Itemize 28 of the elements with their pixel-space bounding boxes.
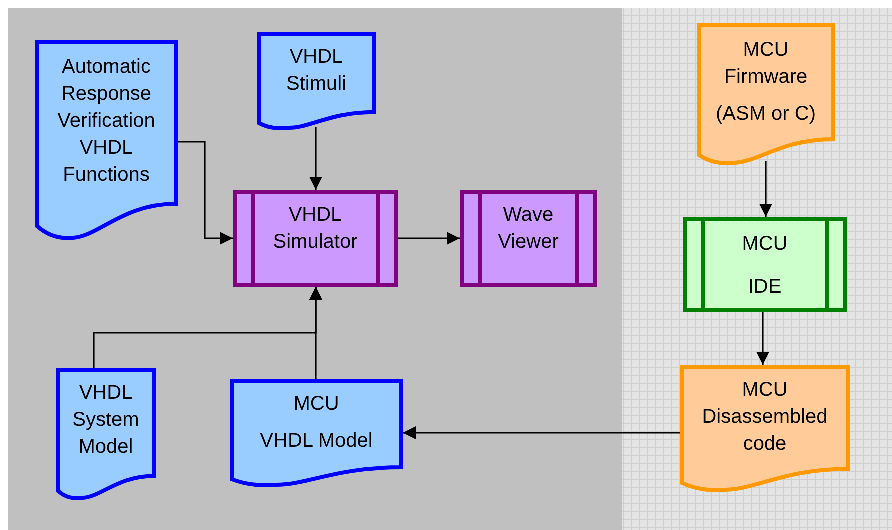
node-text: (ASM or C) xyxy=(716,102,816,127)
document-shape xyxy=(56,368,156,500)
arrow xyxy=(756,312,770,365)
node-text: MCU xyxy=(742,232,788,257)
document-shape xyxy=(680,365,850,492)
node-text: Automatic Response Verification VHDL Functions xyxy=(56,55,156,188)
node-text: VHDL Stimuli xyxy=(285,45,348,97)
node-text: MCU Firmware xyxy=(723,38,809,90)
arrow xyxy=(398,232,460,245)
node-text: VHDL Model xyxy=(260,429,373,454)
document-shape xyxy=(697,23,835,165)
node-text: MCU xyxy=(294,392,340,417)
node-text: VHDL Simulator xyxy=(272,203,359,255)
arrow xyxy=(760,161,772,217)
node-text: IDE xyxy=(748,275,782,300)
node-text: VHDL System Model xyxy=(72,381,140,460)
document-shape xyxy=(35,40,178,240)
process-box xyxy=(460,190,597,287)
arrow xyxy=(178,141,233,245)
arrow xyxy=(310,127,322,190)
process-box xyxy=(233,190,398,287)
document-shape xyxy=(257,32,376,130)
process-box xyxy=(683,217,847,312)
arrow xyxy=(403,426,680,440)
node-text: Wave Viewer xyxy=(497,203,560,255)
node-text: MCU Disassembled code xyxy=(701,378,829,457)
document-shape xyxy=(230,379,403,487)
arrow xyxy=(310,287,322,379)
